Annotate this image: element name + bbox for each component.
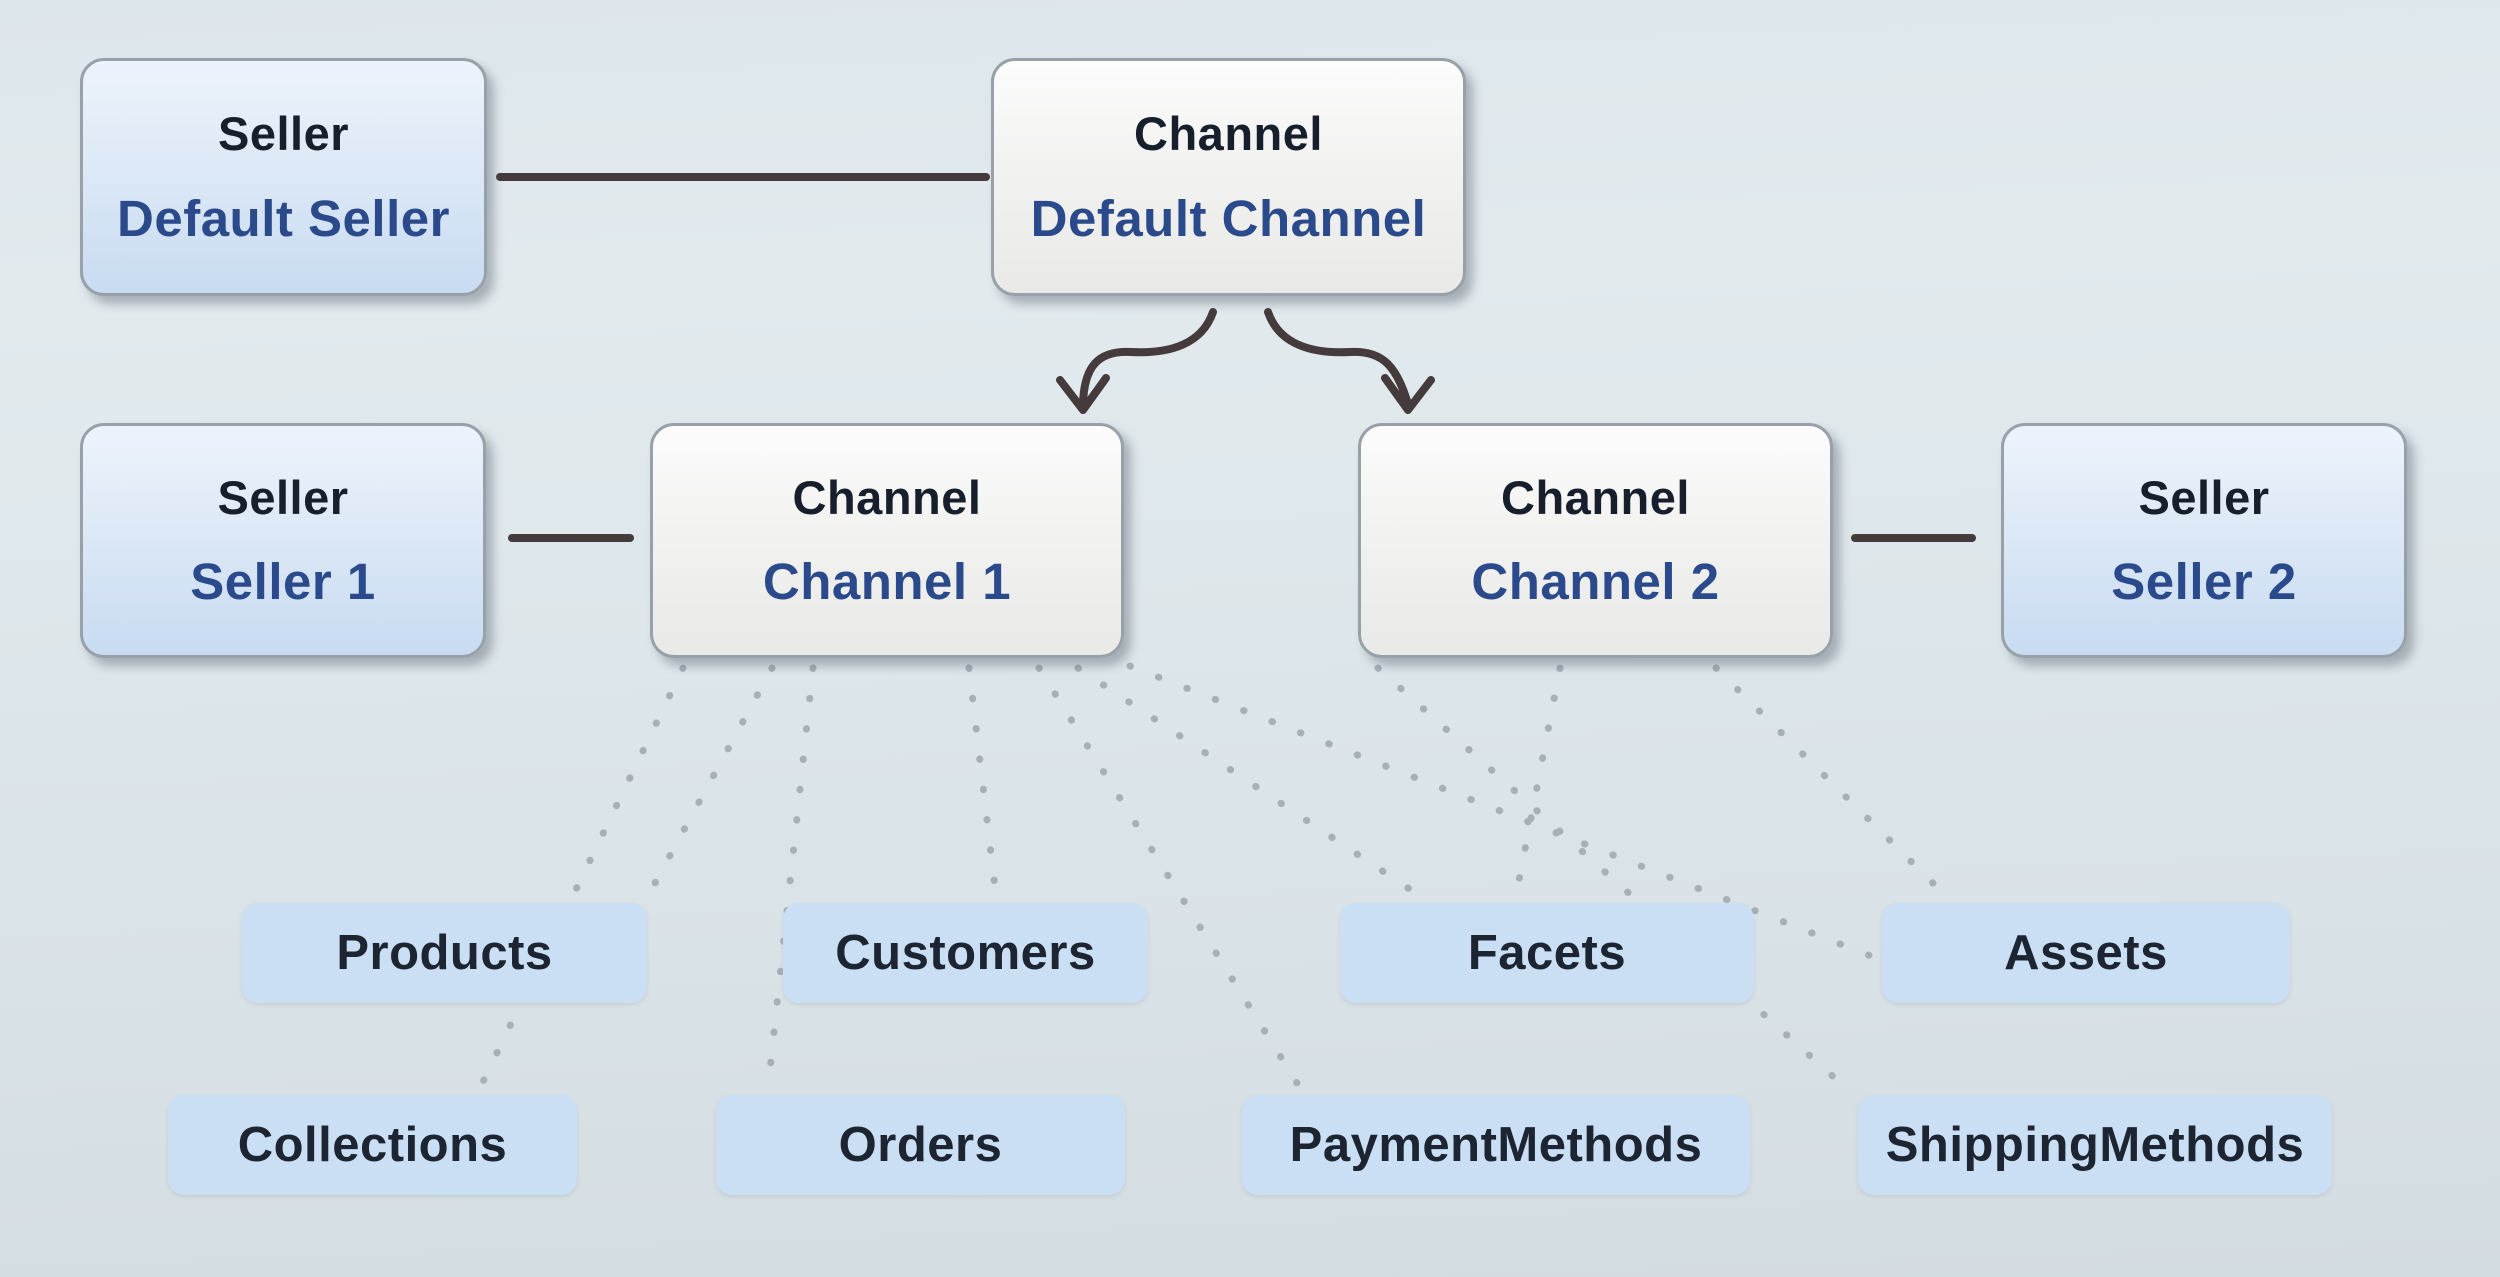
dotted-line-channel2-facets bbox=[1512, 664, 1564, 900]
entity-facets: Facets bbox=[1340, 903, 1754, 1003]
node-name-label: Seller 2 bbox=[2111, 552, 2297, 610]
dotted-line-channel1-orders bbox=[764, 664, 817, 1092]
node-name-label: Channel 1 bbox=[762, 552, 1012, 610]
node-default-channel: Channel Default Channel bbox=[991, 58, 1466, 296]
entity-orders: Orders bbox=[716, 1095, 1125, 1195]
entity-collections: Collections bbox=[168, 1095, 577, 1195]
dotted-association-lines bbox=[476, 662, 1952, 1094]
node-seller-1: Seller Seller 1 bbox=[80, 423, 486, 658]
entity-shipping-methods: ShippingMethods bbox=[1858, 1095, 2332, 1195]
curved-arrows bbox=[1056, 308, 1435, 414]
dotted-line-channel1-payment_methods bbox=[1035, 664, 1304, 1092]
dotted-line-channel1-customers bbox=[965, 664, 1000, 900]
dotted-line-channel1-products bbox=[644, 664, 776, 900]
node-channel-1: Channel Channel 1 bbox=[650, 423, 1124, 658]
dotted-line-channel2-shipping_methods bbox=[1374, 664, 1852, 1094]
dotted-line-channel1-collections bbox=[476, 664, 687, 1092]
node-name-label: Seller 1 bbox=[190, 552, 376, 610]
node-type-label: Channel bbox=[1134, 107, 1323, 161]
node-type-label: Channel bbox=[792, 471, 982, 525]
arrow-default_channel-channel1 bbox=[1056, 308, 1217, 414]
node-seller-2: Seller Seller 2 bbox=[2001, 423, 2407, 658]
node-type-label: Channel bbox=[1501, 471, 1690, 525]
node-type-label: Seller bbox=[217, 471, 349, 525]
entity-assets: Assets bbox=[1882, 903, 2290, 1003]
arrow-default_channel-channel2 bbox=[1264, 308, 1435, 414]
dotted-line-channel2-assets bbox=[1712, 664, 1952, 902]
entity-products: Products bbox=[242, 903, 647, 1003]
entity-customers: Customers bbox=[783, 903, 1148, 1003]
node-default-seller: Seller Default Seller bbox=[80, 58, 487, 296]
node-type-label: Seller bbox=[2138, 471, 2270, 525]
node-name-label: Default Seller bbox=[117, 189, 450, 247]
node-name-label: Channel 2 bbox=[1471, 552, 1720, 610]
entity-payment-methods: PaymentMethods bbox=[1242, 1095, 1750, 1195]
node-channel-2: Channel Channel 2 bbox=[1358, 423, 1833, 658]
dotted-line-channel1-facets bbox=[1074, 664, 1424, 900]
node-name-label: Default Channel bbox=[1030, 189, 1427, 247]
node-type-label: Seller bbox=[217, 107, 350, 161]
